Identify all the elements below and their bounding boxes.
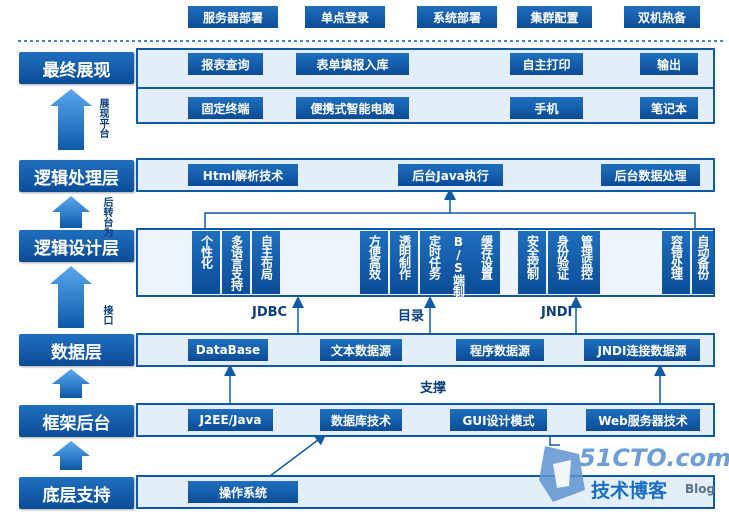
note-back-to: 后转台为 bbox=[101, 197, 112, 237]
up-arrow-2 bbox=[52, 196, 90, 228]
up-arrow-4 bbox=[52, 369, 90, 398]
display-item-output: 输出 bbox=[640, 53, 698, 75]
top-item-system-deploy: 系统部署 bbox=[417, 6, 497, 28]
framework-item-gui: GUI设计模式 bbox=[450, 409, 547, 431]
top-item-server-deploy: 服务器部署 bbox=[188, 6, 278, 28]
display-item-self-print: 自主打印 bbox=[510, 53, 583, 75]
logic-design-item-bs-make: B/S端制作 bbox=[444, 231, 472, 307]
logic-design-item-layout: 自主布局 bbox=[252, 231, 280, 294]
note-interface: 接口 bbox=[101, 305, 112, 325]
label-jdbc: JDBC bbox=[252, 305, 288, 320]
logic-design-item-efficient: 方便高效 bbox=[360, 231, 388, 294]
framework-item-web-server: Web服务器技术 bbox=[586, 409, 700, 431]
top-item-cluster: 集群配置 bbox=[517, 6, 592, 28]
watermark-logo: 51CTO.com 技术博客 Blog bbox=[535, 438, 729, 510]
note-display-platform: 展现平台 bbox=[97, 98, 108, 138]
watermark-site: 51CTO.com bbox=[579, 444, 729, 472]
up-arrow-5 bbox=[52, 441, 90, 470]
display-item-portable-pc: 便携式智能电脑 bbox=[296, 97, 409, 119]
layer-label-framework: 框架后台 bbox=[19, 405, 134, 437]
layer-label-logic-design: 逻辑设计层 bbox=[19, 230, 134, 262]
logic-design-item-timed-task: 定时任务 bbox=[420, 231, 448, 294]
top-item-sso: 单点登录 bbox=[305, 6, 385, 28]
data-item-program-source: 程序数据源 bbox=[456, 339, 544, 361]
display-item-report-query: 报表查询 bbox=[188, 53, 263, 75]
layer-label-data: 数据层 bbox=[19, 334, 134, 366]
logic-design-item-auth: 身份验证 bbox=[548, 231, 576, 294]
top-item-hot-standby: 双机热备 bbox=[624, 6, 700, 28]
display-item-form-fill: 表单填报入库 bbox=[296, 53, 409, 75]
logic-design-item-multilang: 多语言支持 bbox=[222, 231, 250, 294]
layer-label-logic-proc: 逻辑处理层 bbox=[19, 160, 134, 192]
logic-proc-item-data: 后台数据处理 bbox=[601, 164, 700, 186]
logic-design-item-cache: 缓存设置 bbox=[472, 231, 500, 294]
display-panel-separator bbox=[136, 87, 715, 89]
display-item-mobile: 手机 bbox=[510, 97, 583, 119]
data-item-text-source: 文本数据源 bbox=[320, 339, 402, 361]
label-catalog: 目录 bbox=[398, 309, 425, 324]
logic-design-item-fault-tolerance: 容错处理 bbox=[662, 231, 690, 294]
base-item-os: 操作系统 bbox=[188, 481, 298, 503]
framework-item-j2ee: J2EE/Java bbox=[188, 409, 273, 431]
display-item-fixed-terminal: 固定终端 bbox=[188, 97, 263, 119]
logic-design-item-personalize: 个性化 bbox=[192, 231, 220, 294]
data-item-database: DataBase bbox=[188, 339, 268, 361]
label-jndi: JNDI bbox=[541, 305, 573, 320]
display-item-notebook: 笔记本 bbox=[640, 97, 698, 119]
logic-design-item-monitor: 管理监控 bbox=[572, 231, 600, 294]
logic-design-item-security: 安全控制 bbox=[518, 231, 546, 294]
up-arrow-3 bbox=[50, 266, 92, 328]
data-item-jndi-source: JNDI连接数据源 bbox=[584, 339, 700, 361]
logic-proc-item-html: Html解析技术 bbox=[188, 164, 298, 186]
layer-label-base: 底层支持 bbox=[19, 477, 134, 509]
watermark-blog: Blog bbox=[685, 482, 716, 496]
label-support: 支撑 bbox=[420, 381, 447, 396]
framework-item-db-tech: 数据库技术 bbox=[320, 409, 402, 431]
logic-design-item-auto-backup: 自动备份 bbox=[692, 231, 713, 294]
watermark-label: 技术博客 bbox=[591, 480, 668, 502]
up-arrow-1 bbox=[50, 89, 92, 150]
layer-label-display: 最终展现 bbox=[19, 52, 134, 84]
logic-proc-item-java: 后台Java执行 bbox=[398, 164, 503, 186]
logic-design-item-transparent: 透明制作 bbox=[390, 231, 418, 294]
